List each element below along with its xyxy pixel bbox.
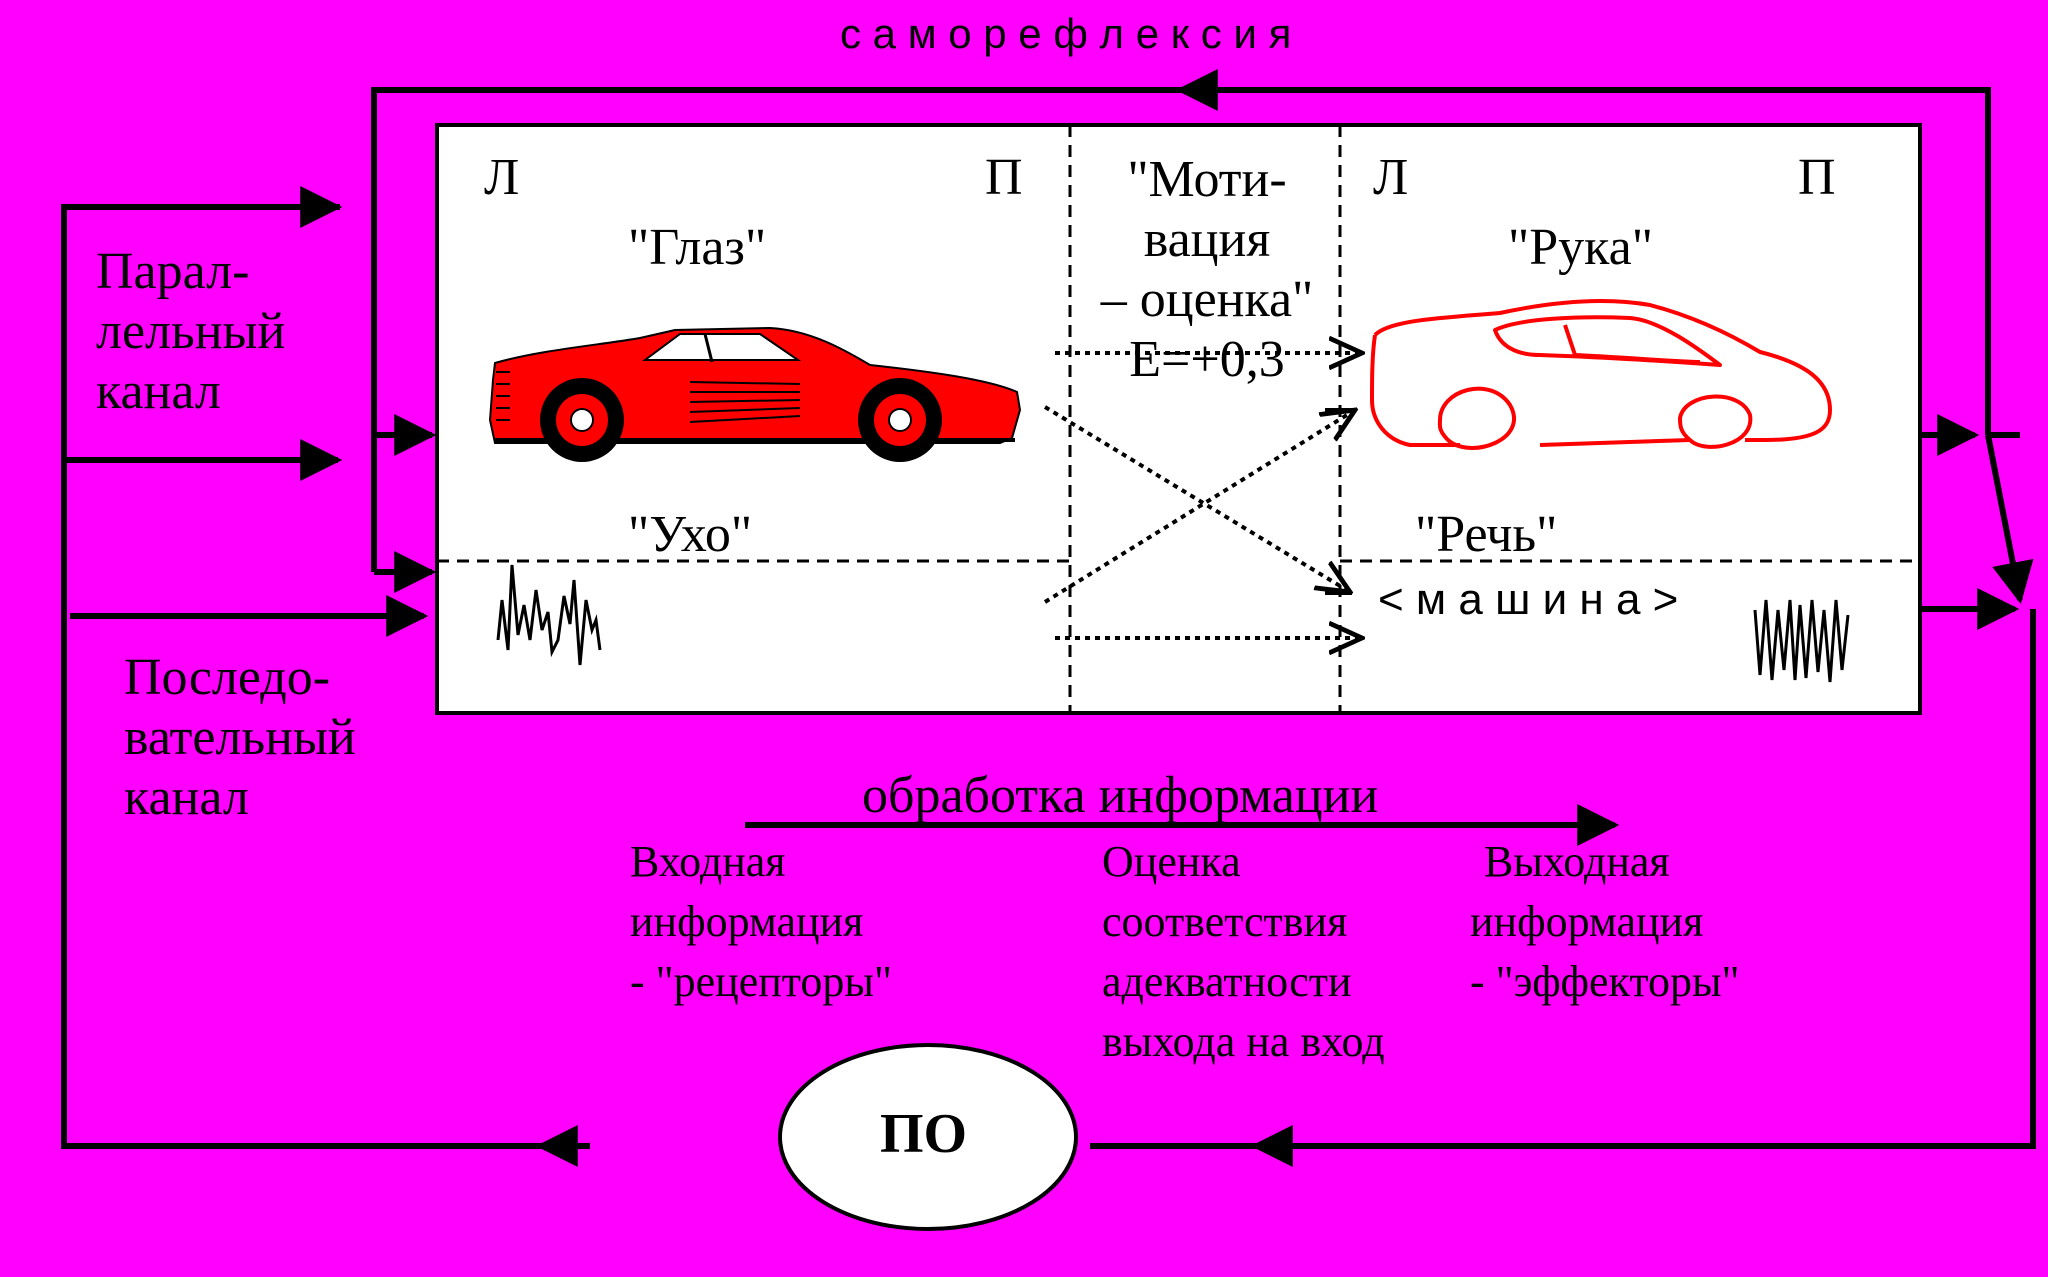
parallel-channel-line-3: канал xyxy=(96,363,221,420)
output-info-label: Выходная информация - "эффекторы" xyxy=(1470,832,1830,1012)
output-channel-lines xyxy=(1090,414,2036,1167)
po-label: ПО xyxy=(880,1103,968,1165)
right-hemisphere-p: П xyxy=(1798,149,1836,206)
evaluation-line-3: адекватности xyxy=(1102,957,1352,1006)
input-info-line-3: - "рецепторы" xyxy=(630,957,892,1006)
motivation-label: "Моти- вация – оценка" E=+0,3 xyxy=(1072,150,1342,390)
output-info-line-3: - "эффекторы" xyxy=(1470,957,1740,1006)
evaluation-label: Оценка соответствия адекватности выхода … xyxy=(1102,832,1462,1072)
arrow-ticks xyxy=(1325,408,1352,595)
evaluation-line-4: выхода на вход xyxy=(1102,1017,1385,1066)
eye-label: "Глаз" xyxy=(628,219,767,276)
left-hemisphere-p: П xyxy=(985,149,1023,206)
panel-dividers xyxy=(437,125,1920,713)
motivation-line-3: – оценка" xyxy=(1100,271,1314,328)
parallel-channel-line-2: лельный xyxy=(96,303,286,360)
evaluation-line-2: соответствия xyxy=(1102,897,1348,946)
input-info-line-1: Входная xyxy=(630,837,786,886)
evaluation-line-1: Оценка xyxy=(1102,837,1241,886)
motivation-value: E=+0,3 xyxy=(1129,331,1285,388)
sequential-channel-line-2: вательный xyxy=(124,709,356,766)
output-info-line-2: информация xyxy=(1470,897,1704,946)
po-ellipse xyxy=(778,1043,1078,1231)
speech-waveform-icon xyxy=(1753,599,1850,683)
parallel-channel-line-1: Парал- xyxy=(96,243,250,300)
speech-label: "Речь" xyxy=(1415,506,1558,563)
sequential-channel-label: Последо- вательный канал xyxy=(124,648,404,828)
input-info-line-2: информация xyxy=(630,897,864,946)
left-hemisphere-l: Л xyxy=(484,149,520,206)
sequential-channel-line-3: канал xyxy=(124,769,249,826)
ear-label: "Ухо" xyxy=(628,506,753,563)
output-info-line-1: Выходная xyxy=(1484,837,1670,886)
hand-label: "Рука" xyxy=(1508,219,1653,276)
self-reflection-label: с а м о р е ф л е к с и я xyxy=(840,10,1292,57)
hand-drawn-car-icon xyxy=(1370,299,1832,450)
motivation-arrows xyxy=(1043,353,1362,638)
input-info-label: Входная информация - "рецепторы" xyxy=(630,832,960,1012)
sequential-channel-line-1: Последо- xyxy=(124,649,331,706)
self-reflection-loop xyxy=(371,69,2020,593)
processing-label: обработка информации xyxy=(862,767,1379,824)
right-hemisphere-l: Л xyxy=(1373,149,1409,206)
input-channel-lines xyxy=(61,186,590,1167)
speech-word: < м а ш и н а > xyxy=(1378,575,1679,624)
parallel-channel-label: Парал- лельный канал xyxy=(96,242,326,422)
red-car-icon xyxy=(488,326,1022,462)
motivation-line-2: вация xyxy=(1143,211,1271,268)
motivation-line-1: "Моти- xyxy=(1127,151,1287,208)
ear-waveform-icon xyxy=(496,564,602,666)
